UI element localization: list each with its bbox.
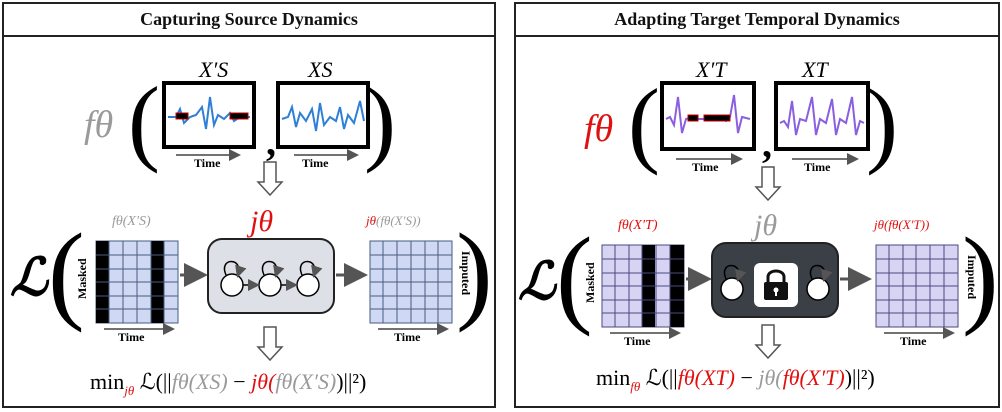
f-theta-label: fθ bbox=[84, 104, 113, 146]
left-paren: ( bbox=[128, 67, 160, 174]
time-label: Time bbox=[692, 160, 719, 174]
mask-segment bbox=[175, 112, 189, 120]
target-dynamics-panel: Adapting Target Temporal Dynamics fθ ( )… bbox=[514, 2, 1000, 408]
right-paren: ) bbox=[866, 69, 898, 176]
left-paren: ( bbox=[628, 69, 660, 176]
time-label: Time bbox=[118, 330, 145, 344]
lock-icon bbox=[754, 263, 798, 307]
source-dynamics-panel: Capturing Source Dynamics fθ ( ) , X′S X… bbox=[2, 2, 496, 408]
masked-label: Masked bbox=[75, 258, 89, 299]
output-label: jθ(fθ(X′T)) bbox=[872, 217, 929, 232]
objective-formula: minjθ ℒ(||fθ(XS) − jθ(fθ(X′S))||²) bbox=[90, 369, 366, 398]
input-label: XS bbox=[307, 57, 332, 82]
source-diagram: fθ ( ) , X′S XS Time Time ℒ ( ) Masked f… bbox=[10, 57, 493, 398]
time-label: Time bbox=[394, 330, 421, 344]
target-diagram: fθ ( ) , X′T XT Time Time ℒ ( ) Masked f… bbox=[518, 57, 998, 394]
grid-label: fθ(X′T) bbox=[618, 218, 658, 233]
panel-title: Adapting Target Temporal Dynamics bbox=[516, 4, 998, 37]
down-arrow-icon bbox=[256, 326, 284, 362]
output-label: jθ(fθ(X′S)) bbox=[364, 213, 421, 228]
signal bbox=[281, 100, 365, 132]
right-paren: ) bbox=[962, 215, 998, 337]
j-theta-label: jθ bbox=[246, 205, 273, 238]
loss-symbol: ℒ bbox=[518, 254, 558, 311]
down-arrow-icon bbox=[754, 166, 782, 202]
time-label: Time bbox=[900, 334, 927, 348]
panel-title: Capturing Source Dynamics bbox=[4, 4, 494, 37]
time-label: Time bbox=[624, 334, 651, 348]
signal-box bbox=[774, 81, 870, 151]
right-paren: ) bbox=[456, 211, 493, 333]
down-arrow-icon bbox=[754, 324, 782, 360]
grid-label: fθ(X′S) bbox=[112, 214, 151, 229]
comma: , bbox=[266, 119, 276, 164]
time-label: Time bbox=[194, 156, 221, 170]
down-arrow-icon bbox=[256, 161, 284, 197]
mask-segment bbox=[687, 114, 699, 122]
input-label: XT bbox=[801, 57, 829, 82]
time-label: Time bbox=[302, 156, 329, 170]
loss-symbol: ℒ bbox=[10, 250, 50, 307]
state-nodes bbox=[720, 277, 830, 301]
comma: , bbox=[762, 121, 772, 166]
time-label: Time bbox=[804, 160, 831, 174]
imputed-label: Imputed bbox=[459, 251, 473, 295]
f-theta-label: fθ bbox=[584, 108, 613, 150]
imputed-grid bbox=[369, 240, 453, 324]
imputed-label: Imputed bbox=[965, 255, 979, 299]
signal bbox=[779, 96, 865, 136]
j-theta-label: jθ bbox=[750, 209, 777, 242]
masked-input-label: X′S bbox=[198, 57, 228, 82]
masked-input-label: X′T bbox=[695, 57, 728, 82]
mask-segment bbox=[229, 112, 249, 120]
masked-grid bbox=[95, 240, 179, 324]
objective-formula: minfθ ℒ(||fθ(XT) − jθ(fθ(X′T))||²) bbox=[596, 365, 875, 394]
left-paren: ( bbox=[556, 215, 593, 337]
imputed-grid bbox=[875, 244, 959, 328]
masked-label: Masked bbox=[583, 262, 597, 303]
masked-grid bbox=[601, 244, 685, 328]
state-nodes bbox=[220, 273, 320, 297]
mask-segment bbox=[703, 114, 731, 122]
left-paren: ( bbox=[48, 211, 85, 333]
